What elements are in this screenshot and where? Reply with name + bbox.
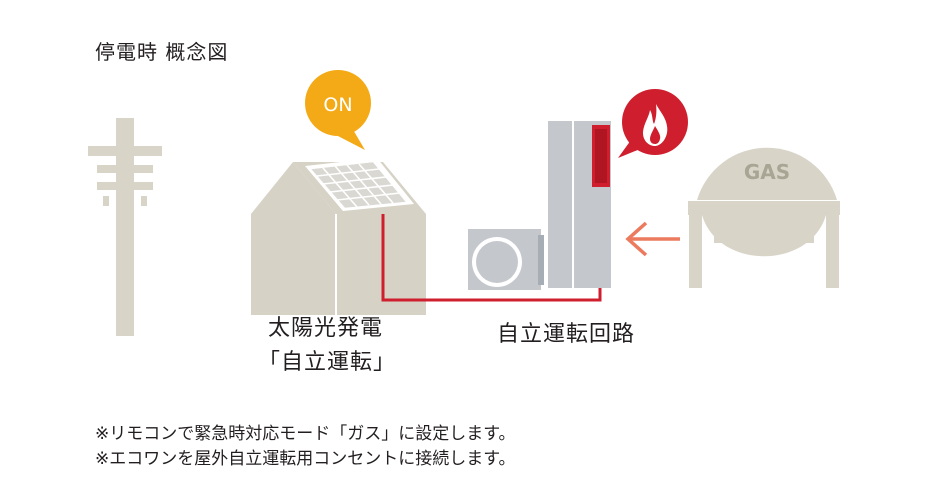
- arrow-left-icon: [625, 221, 680, 257]
- solar-status-bubble: ON: [305, 70, 371, 150]
- gas-tank-label: GAS: [744, 160, 790, 184]
- storage-tank-unit-icon: [548, 121, 611, 288]
- solar-panel-icon: [305, 158, 414, 211]
- note-2: ※エコワンを屋外自立運転用コンセントに接続します。: [95, 449, 516, 469]
- notes: ※リモコンで緊急時対応モード「ガス」に設定します。 ※エコワンを屋外自立運転用コ…: [95, 422, 516, 472]
- flame-icon: [643, 104, 668, 146]
- page-title: 停電時 概念図: [95, 40, 229, 64]
- solar-label-line2: 「自立運転」: [258, 350, 397, 375]
- note-1: ※リモコンで緊急時対応モード「ガス」に設定します。: [95, 424, 516, 444]
- solar-label-line1: 太陽光発電: [268, 316, 384, 341]
- outdoor-unit-icon: [468, 229, 544, 290]
- flame-bubble: [618, 89, 688, 158]
- circuit-label: 自立運転回路: [497, 322, 636, 347]
- solar-status-text: ON: [323, 94, 352, 116]
- solar-label: 太陽光発電 「自立運転」: [258, 312, 396, 380]
- utility-pole-icon: [88, 118, 162, 336]
- gas-tank-icon: GAS: [688, 147, 840, 288]
